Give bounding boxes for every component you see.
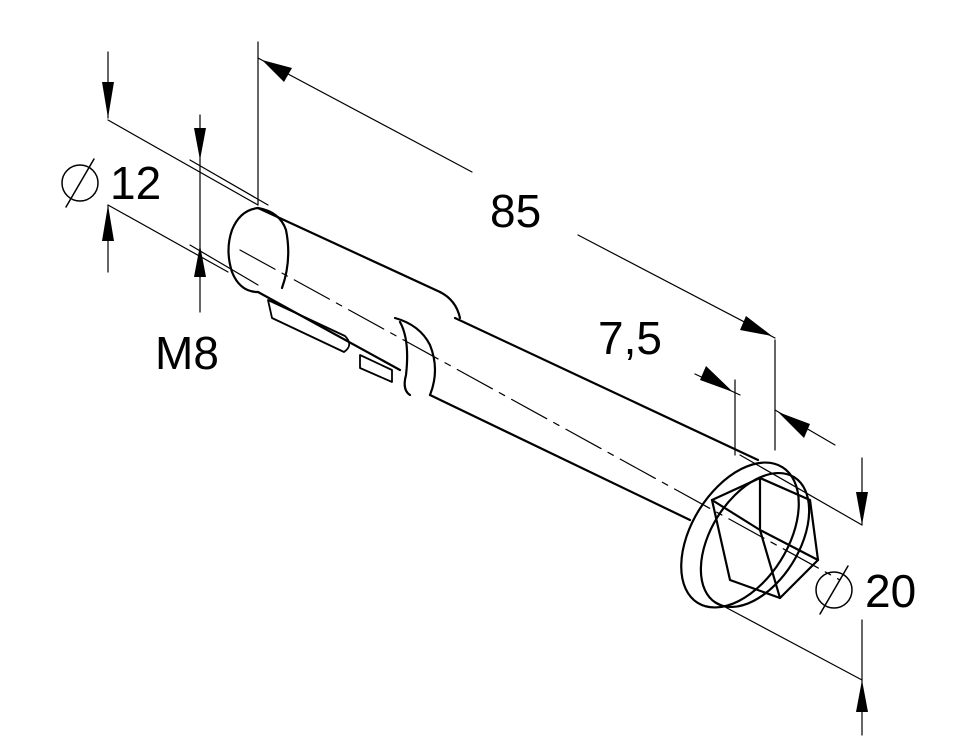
length-85-label: 85 (490, 185, 542, 237)
thread-m8-label: M8 (155, 327, 219, 379)
washer-thickness-label: 7,5 (598, 312, 662, 364)
bolt-body (227, 206, 820, 609)
diameter-symbol-20 (815, 565, 853, 615)
dimension-lines (107, 41, 863, 736)
diameter-12-label: 12 (110, 157, 162, 209)
arrowheads (102, 60, 868, 712)
diameter-symbol-12 (61, 158, 99, 208)
diameter-20-label: 20 (865, 565, 917, 617)
